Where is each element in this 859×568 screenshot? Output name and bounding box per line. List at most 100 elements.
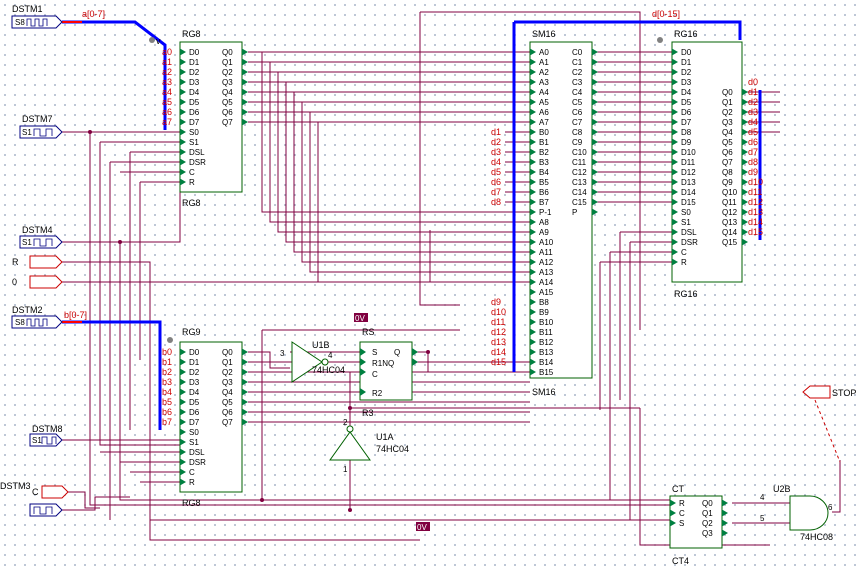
- pin-marker: [742, 188, 748, 196]
- pin-label: S1: [681, 218, 691, 227]
- ct-input-pins: RCS: [670, 499, 685, 528]
- pin-label: Q2: [722, 108, 733, 117]
- pin-marker: [180, 448, 186, 456]
- generator-dstm8[interactable]: DSTM8 S1: [29, 424, 63, 447]
- pin-label: D4: [189, 88, 200, 97]
- pin-label: B3: [539, 158, 549, 167]
- pin-label: Q15: [722, 238, 738, 247]
- input-zero[interactable]: 0: [12, 275, 63, 289]
- pin-label: D1: [189, 358, 200, 367]
- inverter-u1a[interactable]: U1A 1 2 74HC04: [329, 418, 409, 474]
- pin-marker: [592, 48, 598, 56]
- pin-label: Q7: [722, 158, 733, 167]
- pin-marker: [670, 499, 676, 507]
- pin-label: S: [679, 519, 684, 528]
- pin-label: D10: [681, 148, 696, 157]
- rs-trigger[interactable]: RS S R1NQ C R2 Q R3: [359, 327, 418, 418]
- pin-marker: [742, 158, 748, 166]
- pin-marker: [180, 478, 186, 486]
- generator-dstm2[interactable]: DSTM2 S8: [11, 305, 63, 329]
- signal-label: d6: [491, 177, 501, 187]
- pin-marker: [530, 68, 536, 76]
- pin-marker: [742, 88, 748, 96]
- bus-label-a: a[0-7]: [82, 9, 105, 19]
- signal-label: d13: [491, 337, 506, 347]
- inverter-u1b[interactable]: U1B 3 4 74HC04: [280, 340, 345, 383]
- component-footer: CT4: [672, 556, 689, 566]
- pin-label: DSL: [189, 148, 205, 157]
- pin-marker: [180, 108, 186, 116]
- pin-label: Q13: [722, 218, 738, 227]
- pin-marker: [742, 238, 748, 246]
- pin-label: A2: [539, 68, 549, 77]
- register-rg16[interactable]: RG16 RG16 D0D1D2D3D4D5D6D7D8D9D10D11D12D…: [671, 29, 763, 299]
- pin-label: B1: [539, 138, 549, 147]
- pin-label: Q14: [722, 228, 738, 237]
- pin-label: D7: [189, 418, 200, 427]
- generator-dstm4[interactable]: DSTM4 S1: [19, 225, 63, 249]
- adder-sm16[interactable]: SM16 SM16 A0A1A2A3A4A5A6A7B0B1B2B3B4B5B6…: [491, 29, 598, 397]
- pin-marker: [742, 228, 748, 236]
- signal-label: d6: [748, 137, 758, 147]
- generator-dstm3[interactable]: DSTM3: [0, 481, 63, 517]
- output-stop[interactable]: STOP: [802, 385, 856, 399]
- pin-marker: [530, 188, 536, 196]
- pin-label: Q5: [222, 398, 233, 407]
- pin-label: C11: [572, 158, 587, 167]
- pin-label: Q5: [222, 98, 233, 107]
- pin-marker: [592, 158, 598, 166]
- svg-text:2: 2: [343, 418, 348, 427]
- signal-label: b1: [162, 357, 172, 367]
- pin-label: A14: [539, 278, 554, 287]
- signal-label: d12: [748, 197, 763, 207]
- pin-label: D4: [189, 388, 200, 397]
- pin-marker: [180, 348, 186, 356]
- pin-label: Q1: [222, 58, 233, 67]
- input-r[interactable]: R: [12, 255, 63, 269]
- pin-marker: [180, 68, 186, 76]
- signal-label: d10: [491, 307, 506, 317]
- pin-marker: [530, 258, 536, 266]
- pin-marker: [242, 378, 248, 386]
- pin-label: C13: [572, 178, 587, 187]
- input-c[interactable]: C: [32, 485, 69, 499]
- pin-marker: [180, 468, 186, 476]
- pin-marker: [530, 108, 536, 116]
- svg-text:3: 3: [280, 349, 285, 358]
- svg-text:Q: Q: [394, 348, 400, 357]
- pin-marker: [180, 368, 186, 376]
- and-gate-u2b[interactable]: U2B 4 5 6 74HC08: [760, 484, 833, 542]
- signal-label: d4: [748, 117, 758, 127]
- pin-label: D5: [189, 398, 200, 407]
- signal-label: d3: [491, 147, 501, 157]
- pin-label: Q7: [222, 418, 233, 427]
- pin-label: A5: [539, 98, 549, 107]
- signal-label: a4: [162, 87, 172, 97]
- pin-label: R: [189, 178, 195, 187]
- signal-label: d0: [748, 77, 758, 87]
- generator-label: DSTM4: [22, 225, 53, 235]
- pulse-icon: [26, 18, 48, 27]
- register-rg9[interactable]: RG9 RG8 D0D1D2D3D4D5D6D7S0S1DSLDSRCRb0b1…: [162, 327, 248, 508]
- pin-marker: [180, 88, 186, 96]
- pin-label: B8: [539, 298, 549, 307]
- pin-marker: [672, 258, 678, 266]
- pin-marker: [742, 208, 748, 216]
- signal-label: a0: [162, 47, 172, 57]
- generator-dstm1[interactable]: DSTM1 S8: [11, 4, 63, 29]
- pin-marker: [530, 168, 536, 176]
- pin-label: B2: [539, 148, 549, 157]
- pin-label: Q2: [222, 68, 233, 77]
- pin-label: C3: [572, 78, 583, 87]
- pin-marker: [530, 58, 536, 66]
- pulse-icon: [33, 128, 53, 137]
- generator-dstm7[interactable]: DSTM7 S1: [19, 114, 63, 139]
- svg-text:R1NQ: R1NQ: [372, 359, 394, 368]
- register-rg8[interactable]: RG8 RG8 D0D1D2D3D4D5D6D7S0S1DSLDSRCRa0a1…: [162, 29, 248, 208]
- pin-marker: [530, 208, 536, 216]
- component-title: SM16: [532, 29, 556, 39]
- pin-marker: [672, 168, 678, 176]
